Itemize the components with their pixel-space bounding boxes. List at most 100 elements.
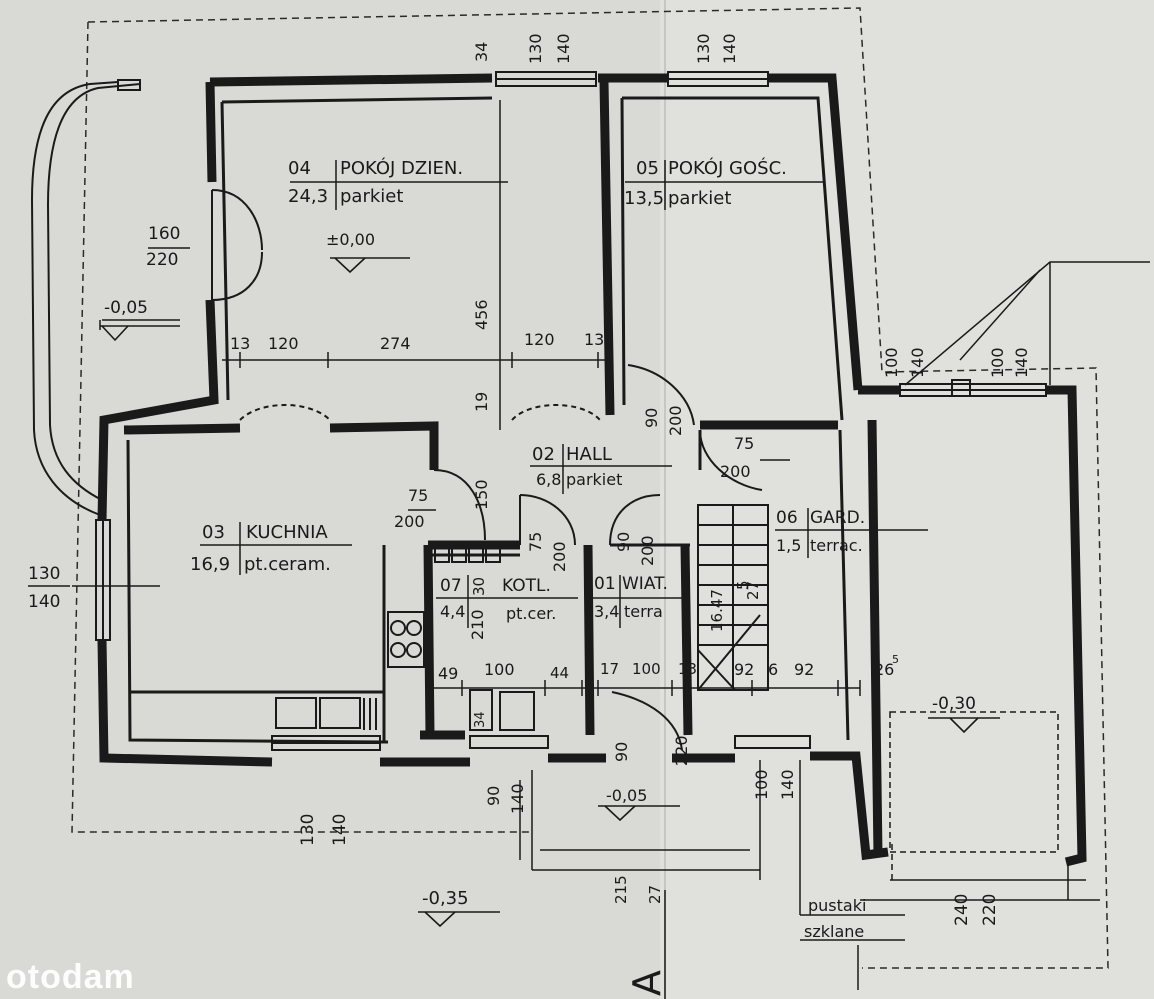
dim-100-right-b: 100 — [988, 347, 1007, 378]
dim-100-b: 100 — [632, 660, 661, 678]
room-03-area: 16,9 — [190, 554, 231, 575]
room-01-number: 01 — [594, 574, 616, 594]
room-04-floor: parkiet — [340, 186, 404, 207]
terrace-curve — [30, 79, 141, 516]
dim-5b: 5 — [892, 653, 899, 666]
dim-top-34: 34 — [472, 41, 491, 62]
room-01-floor: terra — [624, 602, 663, 621]
dim-34-small: 34 — [473, 711, 488, 728]
dim-1647: 16.47 — [708, 589, 726, 632]
windows — [95, 71, 1047, 751]
note-pustaki: pustaki — [808, 896, 867, 915]
dim-100-a: 100 — [484, 660, 515, 679]
door-swings — [211, 189, 763, 751]
dim-200-b: 200 — [720, 462, 751, 481]
room-02-floor: parkiet — [566, 470, 623, 489]
dim-17: 17 — [600, 660, 620, 678]
dim-140-right-a: 140 — [908, 347, 927, 378]
dim-220-c: 220 — [672, 735, 691, 766]
room-06-number: 06 — [776, 508, 798, 528]
dim-door-160: 160 — [148, 224, 181, 244]
dim-140-right-b: 140 — [1012, 347, 1031, 378]
dim-top-130-b: 130 — [694, 33, 713, 64]
dim-140-left: 140 — [28, 592, 61, 612]
dim-top-140-b: 140 — [720, 33, 739, 64]
room-05-floor: parkiet — [668, 188, 732, 209]
walls — [97, 73, 1087, 867]
dim-200-c: 200 — [394, 512, 425, 531]
dim-75-c: 75 — [526, 531, 545, 552]
kitchen-fixtures — [275, 547, 535, 731]
level-outside: -0,35 — [422, 888, 469, 909]
level-markers — [100, 257, 1000, 928]
dim-456: 456 — [472, 299, 491, 330]
room-label-rules — [28, 160, 928, 941]
dim-200-d: 200 — [550, 541, 569, 572]
dim-215: 215 — [612, 875, 630, 904]
room-07-name: KOTL. — [502, 576, 551, 596]
outer-dashed-boundary — [71, 7, 1109, 969]
section-label: A — [625, 970, 669, 996]
dim-90-a: 90 — [642, 407, 661, 428]
dim-92b: 92 — [794, 660, 815, 679]
room-06-name: GARD. — [810, 508, 866, 528]
garage-parking — [889, 711, 1059, 880]
dim-13b: 13 — [584, 330, 605, 349]
room-05-area: 13,5 — [624, 188, 665, 209]
dim-200-e: 200 — [638, 535, 657, 566]
dimension-lines — [72, 100, 1150, 990]
dim-27b: 27 — [646, 884, 664, 904]
level-terrace: -0,05 — [104, 298, 148, 318]
dim-200-a: 200 — [666, 405, 685, 436]
room-03-name: KUCHNIA — [246, 522, 328, 543]
dim-75-b: 75 — [408, 486, 429, 505]
dim-26: 26 — [874, 660, 895, 679]
dim-top-130-a: 130 — [526, 33, 545, 64]
dim-130-left: 130 — [28, 564, 61, 584]
room-05-name: POKÓJ GOŚC. — [668, 158, 787, 179]
dim-90-c: 90 — [612, 741, 631, 762]
dim-100-e: 100 — [752, 769, 771, 800]
otodam-watermark: otodam — [6, 958, 135, 996]
dim-19: 19 — [472, 391, 491, 412]
level-living: ±0,00 — [326, 230, 376, 249]
dim-130-bottom: 130 — [298, 813, 318, 846]
dim-92a: 92 — [734, 660, 755, 679]
dim-6: 6 — [768, 660, 779, 679]
dim-13c: 13 — [678, 660, 698, 678]
room-04-number: 04 — [288, 158, 311, 179]
room-04-area: 24,3 — [288, 186, 329, 207]
dim-140-e: 140 — [778, 769, 797, 800]
room-06-floor: terrac. — [810, 536, 863, 555]
dim-90-b: 90 — [614, 531, 633, 552]
dim-150: 150 — [472, 479, 491, 510]
dim-140-d: 140 — [508, 783, 527, 814]
room-02-name: HALL — [566, 444, 612, 465]
room-07-area: 4,4 — [440, 602, 466, 621]
room-05-number: 05 — [636, 158, 659, 179]
dim-13a: 13 — [230, 334, 251, 353]
level-entrance: -0,05 — [606, 786, 648, 805]
room-03-floor: pt.ceram. — [244, 554, 331, 575]
dim-49: 49 — [438, 664, 459, 683]
dim-27: 27 — [744, 580, 762, 600]
room-03-number: 03 — [202, 522, 225, 543]
dim-door-220: 220 — [146, 250, 179, 270]
dim-120b: 120 — [524, 330, 555, 349]
dim-274: 274 — [380, 334, 411, 353]
room-02-number: 02 — [532, 444, 555, 465]
dim-30: 30 — [470, 576, 488, 596]
room-01-name: WIAT. — [622, 574, 668, 594]
room-01-area: 3,4 — [594, 602, 620, 621]
dim-140-bottom: 140 — [330, 813, 350, 846]
dim-100-right-a: 100 — [882, 347, 901, 378]
room-06-area: 1,5 — [776, 536, 802, 555]
dim-120a: 120 — [268, 334, 299, 353]
room-04-name: POKÓJ DZIEN. — [340, 158, 464, 179]
dim-44: 44 — [550, 664, 570, 682]
dim-240: 240 — [952, 893, 972, 926]
dim-75-a: 75 — [734, 434, 755, 453]
dim-220-f: 220 — [980, 893, 1000, 926]
level-garage: -0,30 — [932, 694, 976, 714]
